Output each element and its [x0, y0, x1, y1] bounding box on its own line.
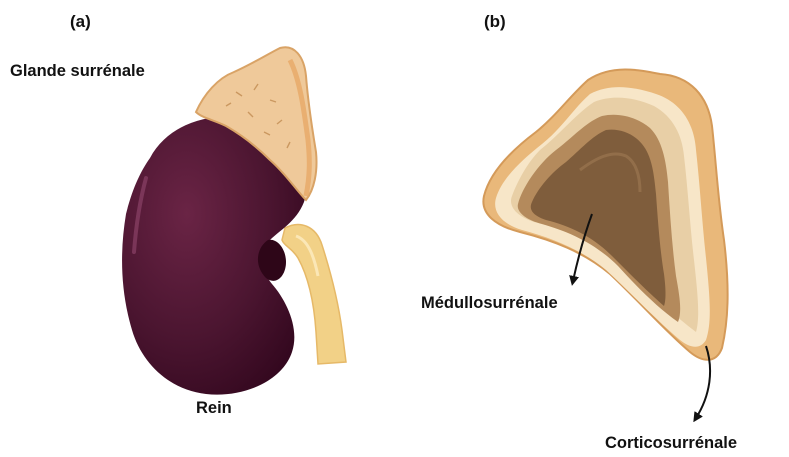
adrenal-section-figure	[483, 70, 727, 360]
medulla-label: Médullosurrénale	[421, 294, 558, 313]
panel-a-tag: (a)	[70, 12, 91, 32]
panel-b-tag: (b)	[484, 12, 506, 32]
cortex-label: Corticosurrénale	[605, 434, 737, 453]
adrenal-gland-label: Glande surrénale	[10, 62, 145, 81]
kidney-label: Rein	[196, 399, 232, 418]
kidney-figure	[122, 47, 346, 394]
